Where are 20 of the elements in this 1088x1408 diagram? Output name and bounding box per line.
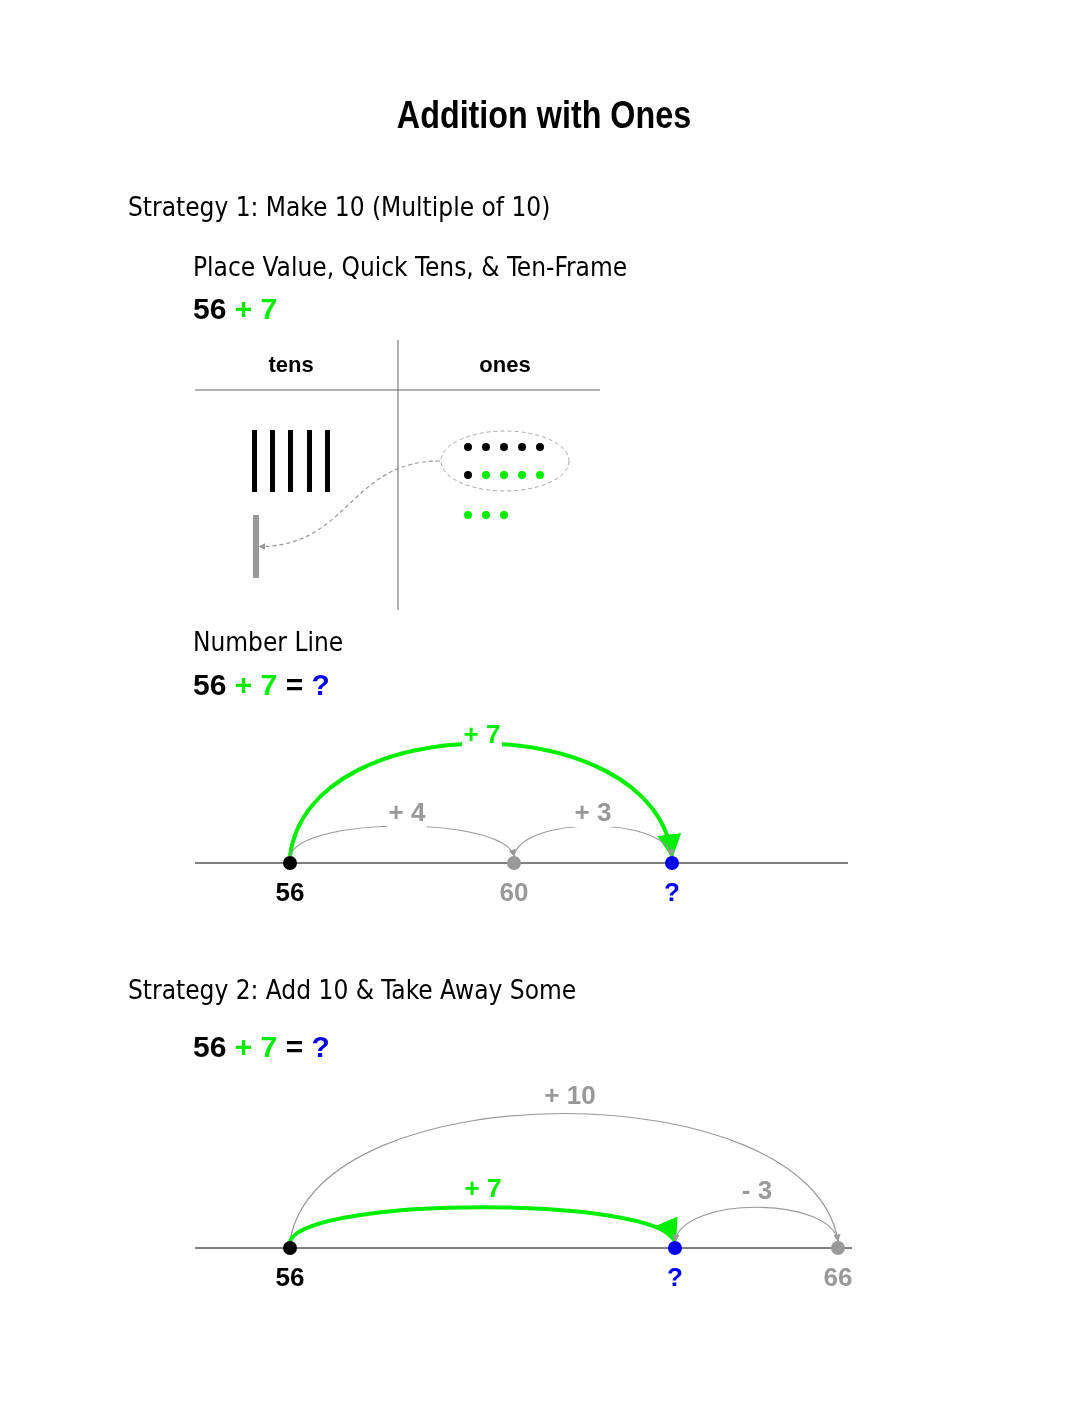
column-header: tens <box>267 352 315 378</box>
number-label: 60 <box>498 877 530 908</box>
equation: 56 + 7 = ? <box>193 668 330 702</box>
heading: Strategy 2: Add 10 & Take Away Some <box>128 975 577 1005</box>
subheading: Number Line <box>193 627 344 657</box>
title: Addition with Ones <box>395 94 693 137</box>
equation: 56 + 7 = ? <box>193 1030 330 1064</box>
number-label: ? <box>663 877 681 908</box>
jump-arrow <box>674 1206 839 1242</box>
column-header: ones <box>478 352 532 378</box>
jump-arrow <box>289 1112 839 1242</box>
number-label: 56 <box>274 1262 306 1293</box>
number-label: 66 <box>822 1262 854 1293</box>
number-label: ? <box>666 1262 684 1293</box>
number-label: 56 <box>274 877 306 908</box>
equation: 56 + 7 <box>193 292 278 326</box>
dashed-arrow <box>258 460 441 550</box>
subheading: Place Value, Quick Tens, & Ten-Frame <box>193 252 628 282</box>
jump-arrow <box>288 1205 677 1243</box>
heading: Strategy 1: Make 10 (Multiple of 10) <box>128 192 551 222</box>
